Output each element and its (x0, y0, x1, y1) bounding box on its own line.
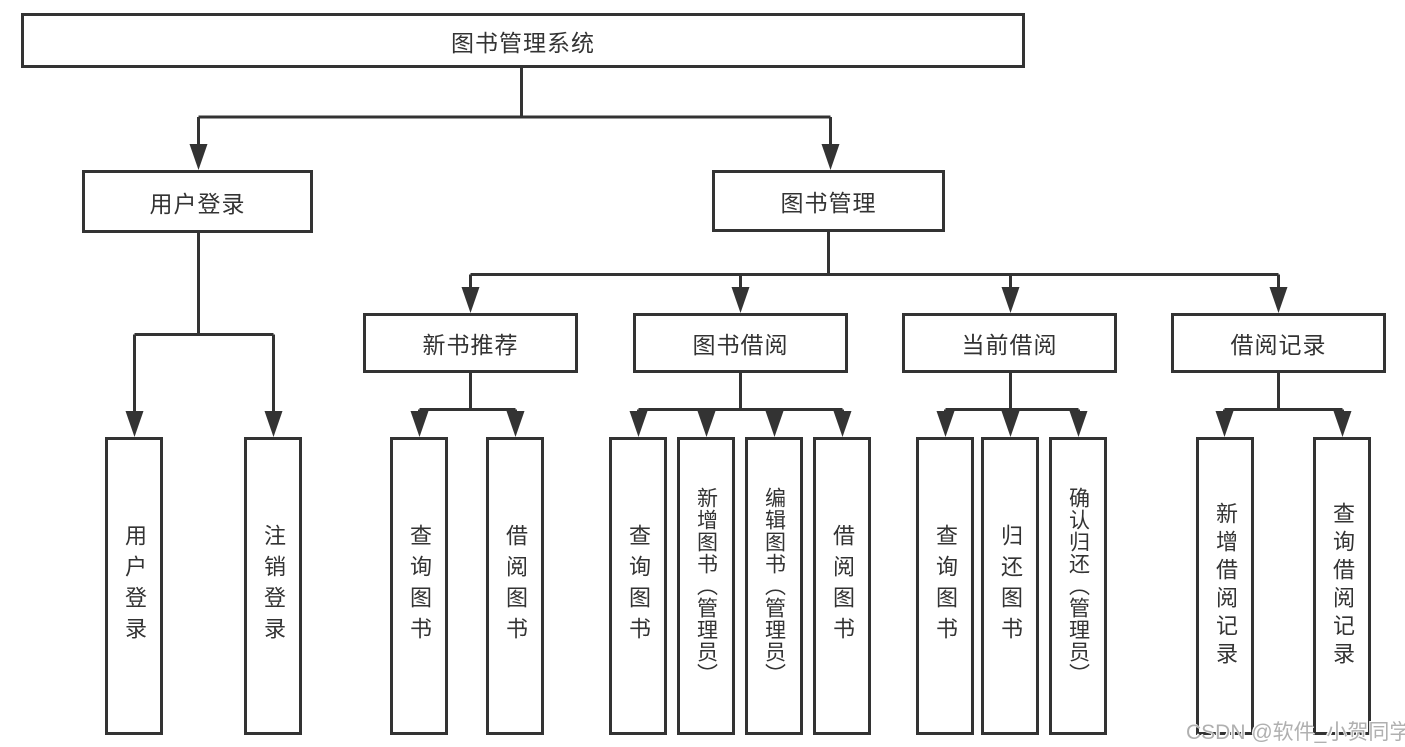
node-label: 查询借阅记录 (1330, 502, 1355, 670)
node-label: 确认归还（管理员） (1066, 487, 1090, 685)
node-borrowing-records: 借阅记录 (1171, 313, 1386, 373)
node-label: 新增图书（管理员） (694, 487, 718, 685)
leaf-query-books: 查询图书 (916, 437, 974, 735)
node-label: 用户登录 (149, 190, 246, 217)
leaf-borrow-books: 借阅图书 (813, 437, 871, 735)
node-label: 归还图书 (998, 524, 1023, 648)
leaf-return-books: 归还图书 (981, 437, 1039, 735)
leaf-edit-books-admin: 编辑图书（管理员） (745, 437, 803, 735)
node-label: 查询图书 (407, 524, 432, 648)
leaf-query-books: 查询图书 (609, 437, 667, 735)
leaf-query-borrowing-record: 查询借阅记录 (1313, 437, 1371, 735)
node-label: 借阅图书 (830, 524, 855, 648)
leaf-borrow-books: 借阅图书 (486, 437, 544, 735)
node-label: 当前借阅 (961, 332, 1058, 358)
node-current-borrowing: 当前借阅 (902, 313, 1117, 373)
node-label: 新增借阅记录 (1213, 502, 1238, 670)
node-label: 图书管理 (780, 190, 877, 216)
node-label: 注销登录 (261, 524, 286, 648)
node-label: 借阅记录 (1230, 332, 1327, 358)
node-book-borrowing: 图书借阅 (633, 313, 848, 373)
node-book-management: 图书管理 (712, 170, 945, 232)
arrowheads (125, 144, 1352, 437)
node-label: 编辑图书（管理员） (762, 487, 786, 685)
leaf-add-books-admin: 新增图书（管理员） (677, 437, 735, 735)
node-label: 新书推荐 (422, 332, 519, 358)
node-user-login: 用户登录 (82, 170, 313, 233)
node-label: 用户登录 (122, 524, 147, 648)
leaf-user-login: 用户登录 (105, 437, 163, 735)
node-label: 借阅图书 (503, 524, 528, 648)
leaf-confirm-return-admin: 确认归还（管理员） (1049, 437, 1107, 735)
node-label: 查询图书 (626, 524, 651, 648)
node-new-book-recommendation: 新书推荐 (363, 313, 578, 373)
node-label: 查询图书 (933, 524, 958, 648)
leaf-query-books: 查询图书 (390, 437, 448, 735)
node-library-management-system: 图书管理系统 (21, 13, 1025, 68)
leaf-add-borrowing-record: 新增借阅记录 (1196, 437, 1254, 735)
node-label: 图书借阅 (692, 332, 789, 358)
csdn-watermark: CSDN @软件_小贺同学 (1186, 721, 1405, 744)
node-label: 图书管理系统 (451, 29, 595, 56)
leaf-logout: 注销登录 (244, 437, 302, 735)
